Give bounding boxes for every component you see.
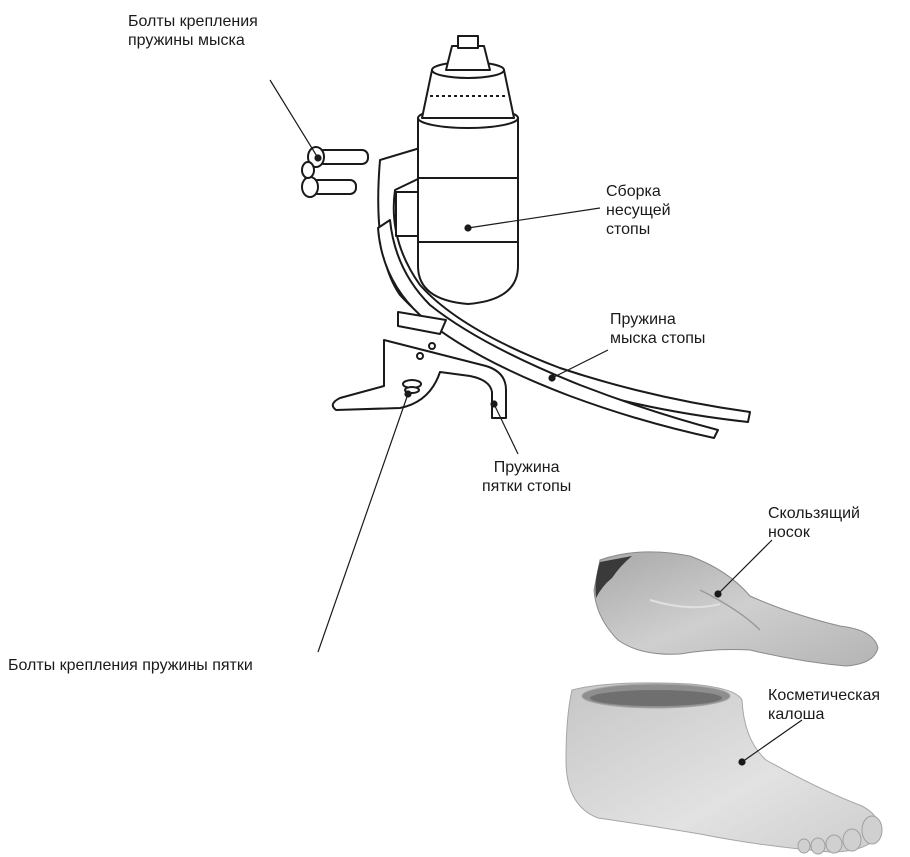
label-line: пятки стопы [482,477,571,496]
label-line: носок [768,523,860,542]
label-line: Пружина [482,458,571,477]
label-heel-spring: Пружина пятки стопы [482,458,571,496]
label-line: Сборка [606,182,671,201]
label-line: Косметическая [768,686,880,705]
label-line: калоша [768,705,880,724]
leader-heel-bolts [318,394,408,652]
label-foot-shell: Косметическая калоша [768,686,880,724]
label-line: несущей [606,201,671,220]
label-heel-spring-bolts: Болты крепления пружины пятки [8,656,253,675]
foot-unit [302,36,750,438]
label-toe-spring: Пружина мыска стопы [610,310,705,348]
label-line: Скользящий [768,504,860,523]
pylon-body [418,113,518,304]
leader-toe-bolts [270,80,318,158]
label-line: стопы [606,220,671,239]
label-foot-assembly: Сборка несущей стопы [606,182,671,239]
label-line: пружины мыска [128,31,258,50]
label-line: Болты крепления пружины пятки [8,656,253,675]
label-spectra-sock: Скользящий носок [768,504,860,542]
leader-spectra-sock [718,540,772,594]
spectra-sock [594,552,878,666]
label-toe-spring-bolts: Болты крепления пружины мыска [128,12,258,50]
label-line: мыска стопы [610,329,705,348]
toe-bolts [302,147,368,197]
label-line: Болты крепления [128,12,258,31]
label-line: Пружина [610,310,705,329]
